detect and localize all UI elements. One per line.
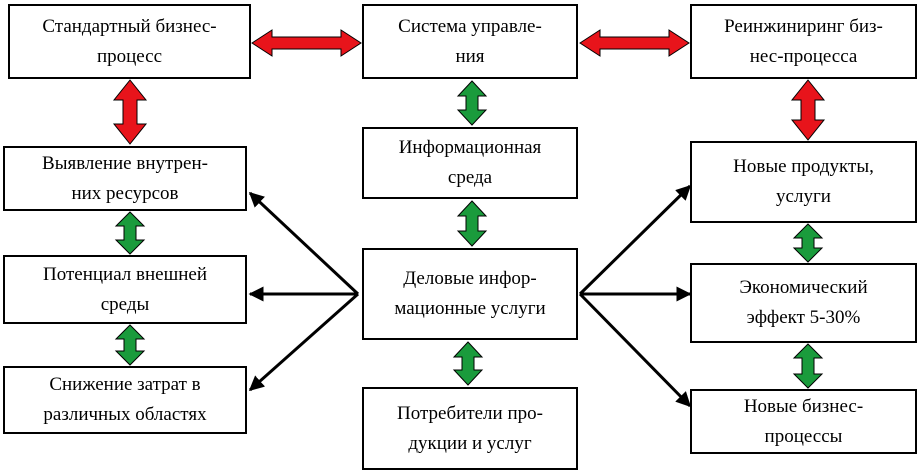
arrow-to-new-products	[578, 184, 692, 296]
green-arrow-int-pot	[114, 211, 146, 255]
red-arrow-sys-reeng	[579, 29, 690, 57]
arrow-to-cost-reduction	[248, 292, 359, 392]
box-internal-resources: Выявление внутрен- них ресурсов	[3, 146, 247, 211]
green-arrow-newp-eco	[792, 223, 824, 263]
box-label: Потребители про- дукции и услуг	[397, 402, 543, 454]
box-standard-process: Стандартный бизнес- процесс	[8, 4, 251, 79]
green-arrow-sys-info	[456, 80, 488, 126]
box-new-business-processes: Новые бизнес- процессы	[690, 389, 917, 454]
green-arrow-pot-cost	[114, 324, 146, 366]
box-label: Новые продукты, услуги	[733, 156, 874, 207]
box-label: Экономический эффект 5-30%	[739, 277, 868, 328]
box-label: Снижение затрат в различных областях	[43, 374, 207, 425]
box-cost-reduction: Снижение затрат в различных областях	[3, 366, 247, 434]
green-arrow-info-biz	[456, 200, 488, 247]
box-reengineering: Реинжиниринг биз- нес-процесса	[690, 4, 917, 79]
red-arrow-std-sys	[251, 29, 362, 57]
box-label: Деловые инфор- мационные услуги	[394, 268, 546, 319]
box-label: Информационная среда	[398, 137, 542, 188]
box-label: Выявление внутрен- них ресурсов	[42, 152, 208, 204]
box-consumers: Потребители про- дукции и услуг	[362, 387, 578, 470]
box-external-potential: Потенциал внешней среды	[3, 255, 247, 324]
box-label: Потенциал внешней среды	[42, 263, 207, 315]
arrow-to-new-business-processes	[578, 292, 692, 408]
box-label: Новые бизнес- процессы	[743, 395, 864, 447]
red-arrow-std-int	[112, 79, 148, 145]
box-business-info-services: Деловые инфор- мационные услуги	[362, 248, 578, 340]
green-arrow-eco-newb	[792, 343, 824, 389]
box-label: Стандартный бизнес- процесс	[42, 15, 217, 67]
box-label: Система управле- ния	[398, 15, 542, 67]
box-control-system: Система управле- ния	[362, 4, 578, 79]
box-economic-effect: Экономический эффект 5-30%	[690, 263, 917, 343]
box-label: Реинжиниринг биз- нес-процесса	[724, 15, 883, 67]
green-arrow-biz-cons	[452, 341, 484, 386]
box-info-environment: Информационная среда	[362, 127, 578, 199]
red-arrow-reeng-newp	[790, 79, 826, 141]
box-new-products: Новые продукты, услуги	[690, 141, 917, 223]
arrow-to-internal-resources	[248, 191, 360, 296]
